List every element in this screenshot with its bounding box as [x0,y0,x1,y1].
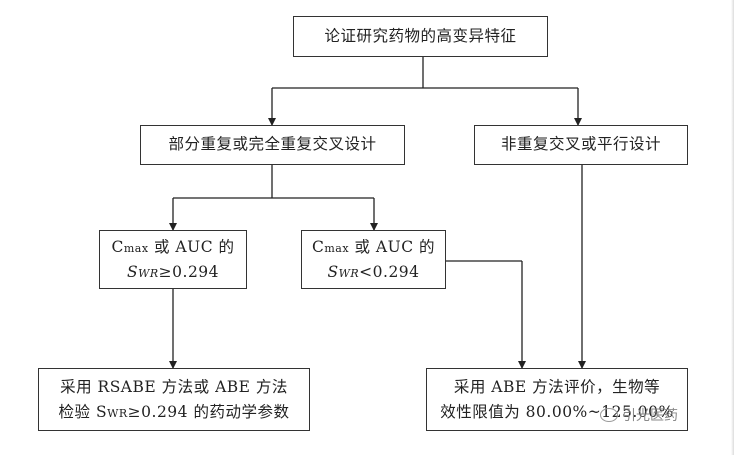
node-cond-lt: Cmax 或 AUC 的 SWR<0.294 [301,230,446,289]
cond-ge-threshold: ≥0.294 [158,262,220,281]
bottom-left-rest: ≥0.294 的药动学参数 [127,402,290,421]
bottom-right-line1: 采用 ABE 方法评价，生物等 [453,378,661,397]
node-top-label: 论证研究药物的高变异特征 [324,26,517,45]
node-right-mid-label: 非重复交叉或平行设计 [500,135,661,154]
cond-ge-rest: 或 AUC 的 [148,238,235,257]
cond-lt-var: S [327,262,339,281]
cond-ge-line2: SWR≥0.294 [127,260,219,284]
cond-ge-sub: max [123,242,149,256]
bottom-left-line2: 检验 SWR≥0.294 的药动学参数 [59,400,290,424]
node-right-mid: 非重复交叉或平行设计 [474,125,688,165]
bottom-left-sub: WR [107,406,128,420]
cond-ge-var-sub: WR [138,266,159,280]
cond-ge-c: C [111,238,124,257]
cond-ge-line1: Cmax 或 AUC 的 [112,235,235,259]
bottom-left-pre: 检验 S [58,402,108,421]
right-edge-shadow [731,0,734,455]
cond-lt-line2: SWR<0.294 [327,260,419,284]
cond-lt-c: C [312,238,325,257]
cond-lt-threshold: <0.294 [359,262,420,281]
node-top: 论证研究药物的高变异特征 [293,16,548,57]
bottom-left-line1: 采用 RSABE 方法或 ABE 方法 [60,378,288,397]
node-bottom-right: 采用 ABE 方法评价，生物等 效性限值为 80.00%~125.00% [426,368,688,431]
cond-lt-var-sub: WR [338,266,360,280]
cond-lt-rest: 或 AUC 的 [349,238,435,257]
cond-lt-line1: Cmax 或 AUC 的 [312,235,435,259]
cond-lt-sub: max [324,242,350,256]
node-left-mid-label: 部分重复或完全重复交叉设计 [168,135,377,154]
wechat-icon [600,408,618,422]
cond-ge-var: S [126,262,139,281]
watermark: 引光医药 [600,405,678,425]
node-cond-ge: Cmax 或 AUC 的 SWR≥0.294 [99,230,247,289]
node-bottom-left: 采用 RSABE 方法或 ABE 方法 检验 SWR≥0.294 的药动学参数 [38,368,310,431]
node-left-mid: 部分重复或完全重复交叉设计 [140,125,405,165]
watermark-text: 引光医药 [622,408,678,424]
